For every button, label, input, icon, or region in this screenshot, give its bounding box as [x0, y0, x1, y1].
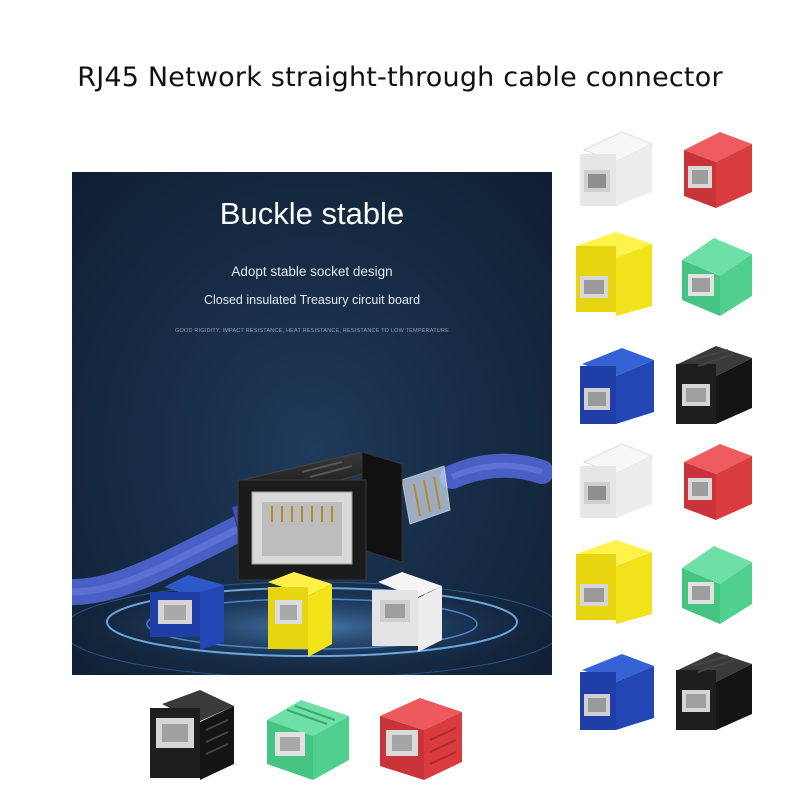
coupler-black-main — [237, 451, 404, 584]
coupler-blue-front — [150, 575, 224, 650]
coupler-white-front — [372, 572, 442, 652]
swatch-black-1 — [676, 346, 752, 424]
hero-illustration — [72, 451, 552, 675]
swatch-green-2 — [682, 546, 752, 624]
swatch-white-2 — [580, 443, 654, 518]
side-color-grid — [572, 126, 772, 746]
swatch-green-1 — [682, 238, 752, 316]
plug-right — [401, 465, 451, 525]
coupler-yellow-front — [268, 572, 332, 657]
hero-fine-print: GOOD RIGIDITY, IMPACT RESISTANCE, HEAT R… — [175, 328, 449, 334]
swatch-bottom-green — [267, 700, 349, 780]
swatch-white-1 — [580, 131, 654, 206]
swatch-red-1 — [684, 132, 752, 208]
hero-headline: Buckle stable — [219, 196, 405, 231]
swatch-blue-2 — [580, 654, 654, 730]
swatch-bottom-black — [150, 690, 234, 780]
swatch-red-2 — [684, 444, 752, 520]
swatch-blue-1 — [580, 348, 654, 424]
page-title: RJ45 Network straight-through cable conn… — [77, 62, 723, 93]
hero-banner: Buckle stable Adopt stable socket design… — [72, 172, 552, 675]
swatch-black-2 — [676, 652, 752, 730]
swatch-bottom-red — [380, 698, 462, 780]
swatch-yellow-1 — [576, 232, 652, 316]
swatch-yellow-2 — [576, 540, 652, 624]
bottom-color-row — [142, 686, 472, 786]
hero-subline-circuit: Closed insulated Treasury circuit board — [203, 293, 421, 307]
hero-subline-design: Adopt stable socket design — [231, 264, 393, 279]
